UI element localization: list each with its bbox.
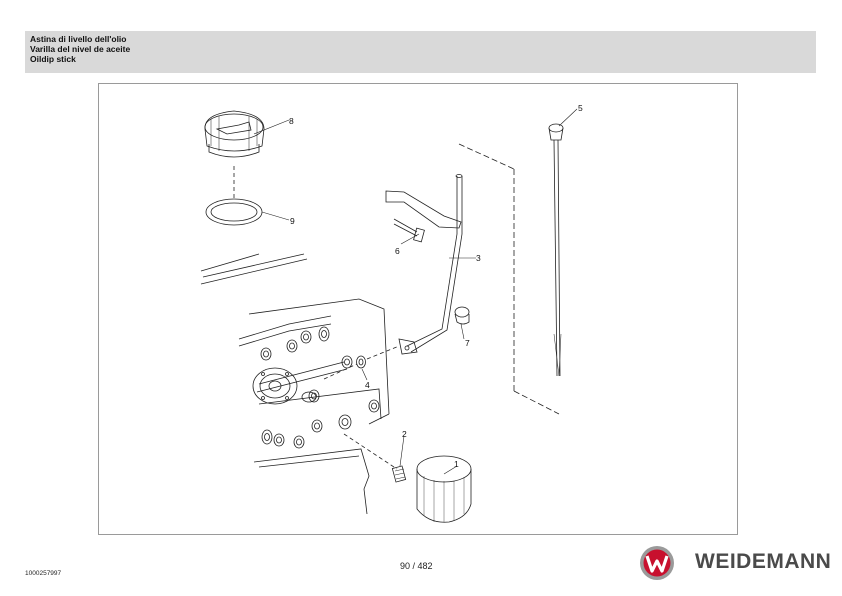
parts-diagram-frame: 1 2 3 4 5 6 7 8 9 [98,83,738,535]
o-ring-drawing [205,198,263,226]
sealing-ring-drawing [356,355,366,369]
callout-9: 9 [290,216,295,226]
callout-7: 7 [465,338,470,348]
nipple-drawing [391,465,407,483]
title-spanish: Varilla del nivel de aceite [30,44,131,54]
callout-2: 2 [402,429,407,439]
page-indicator: 90 / 482 [400,561,433,571]
plug-drawing [454,306,470,325]
weidemann-logo-icon [640,546,674,580]
bolt-drawing [393,218,425,243]
callout-4: 4 [365,380,370,390]
callout-6: 6 [395,246,400,256]
callout-3: 3 [476,253,481,263]
engine-block-drawing [200,253,390,515]
callout-8: 8 [289,116,294,126]
leader-lines [253,108,578,475]
callout-1: 1 [454,459,459,469]
oil-filler-cap-drawing [204,110,265,158]
callout-numbers: 1 2 3 4 5 6 7 8 9 [289,103,583,469]
document-number: 1000257997 [25,570,62,577]
oil-filter-drawing [416,455,472,523]
parts-diagram: 1 2 3 4 5 6 7 8 9 [200,103,583,523]
dipstick-drawing [548,123,564,377]
title-italian: Astina di livello dell'olio [30,34,127,44]
title-english: Oildip stick [30,54,76,64]
guide-tube-drawing [385,174,463,355]
title-bar: Astina di livello dell'olio Varilla del … [25,31,816,73]
callout-5: 5 [578,103,583,113]
brand-name: WEIDEMANN [695,550,832,573]
